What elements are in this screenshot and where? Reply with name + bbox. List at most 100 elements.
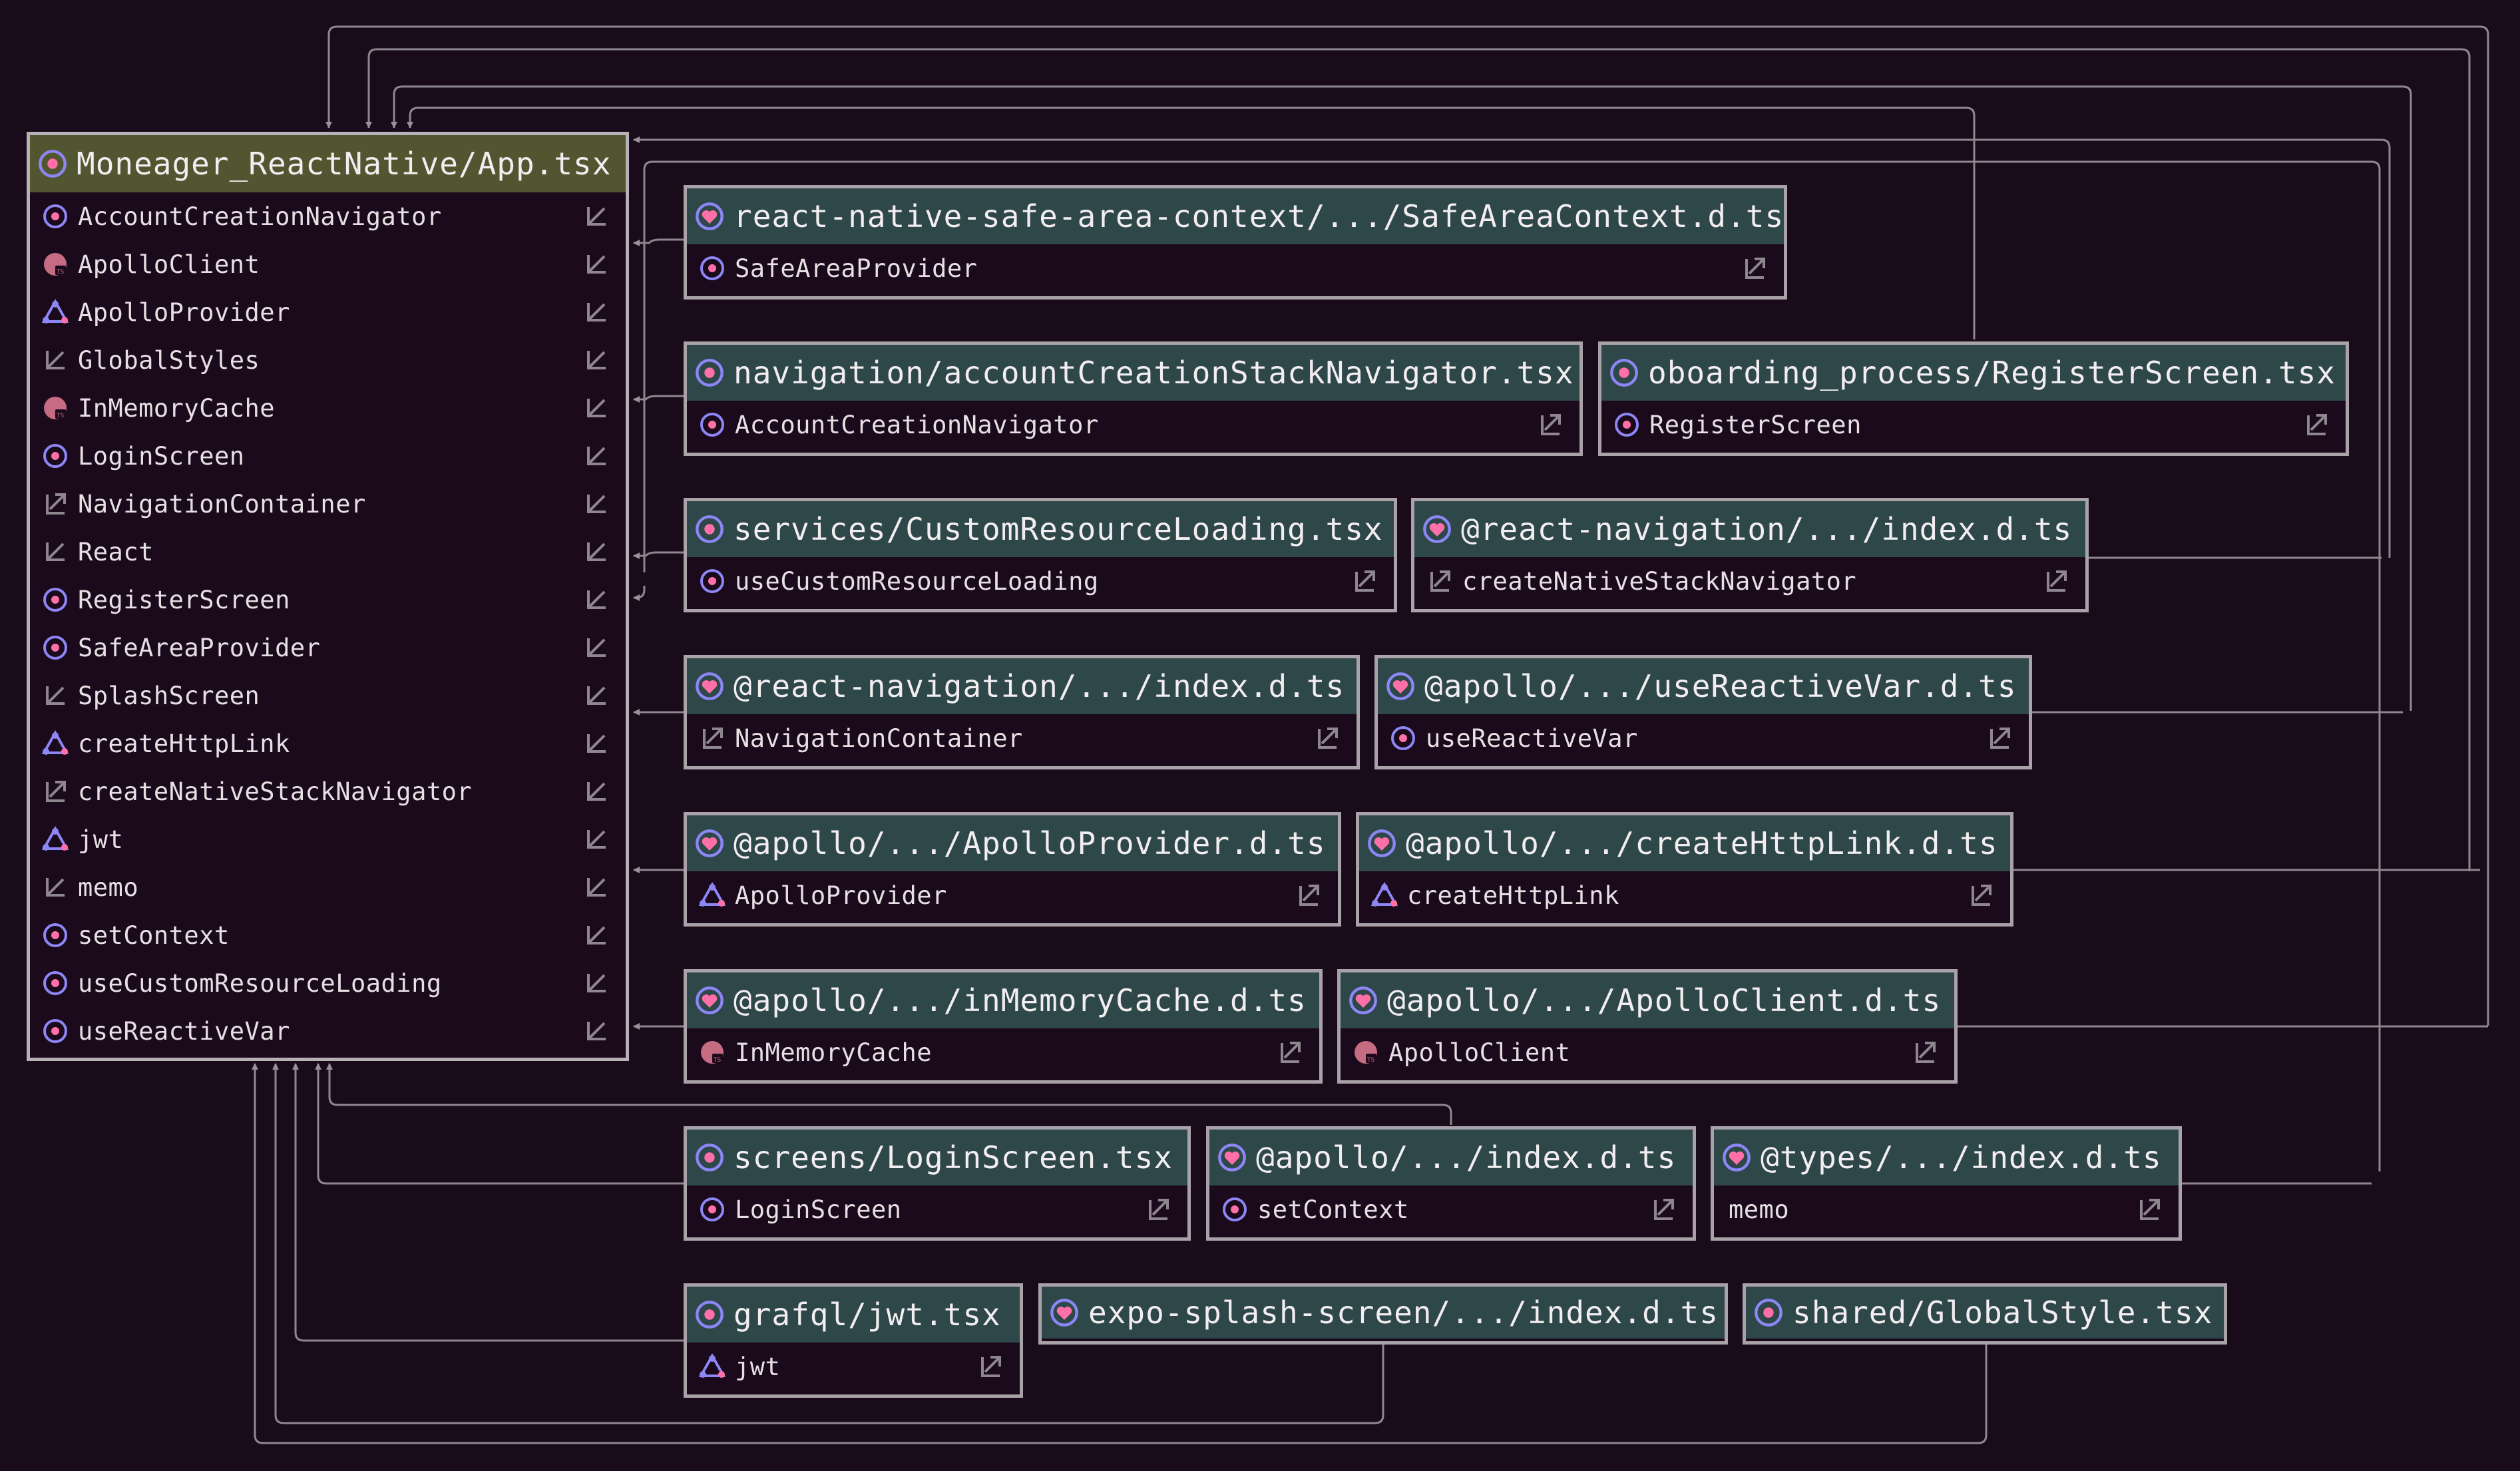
main-file-card[interactable]: Moneager_ReactNative/App.tsx AccountCrea… xyxy=(27,132,629,1061)
export-row[interactable]: jwt xyxy=(687,1343,1020,1390)
file-card-header[interactable]: @apollo/.../createHttpLink.d.ts xyxy=(1359,815,2010,871)
file-card-react-navigation-native-stack[interactable]: @react-navigation/.../index.d.ts createN… xyxy=(1411,498,2089,612)
export-row[interactable]: AccountCreationNavigator xyxy=(687,401,1579,449)
file-card-expo-splash-screen[interactable]: expo-splash-screen/.../index.d.ts xyxy=(1038,1283,1728,1345)
import-arrow-icon xyxy=(587,255,606,274)
file-card-header[interactable]: oboarding_process/RegisterScreen.tsx xyxy=(1601,345,2346,401)
file-card-header[interactable]: @apollo/.../useReactiveVar.d.ts xyxy=(1378,658,2029,714)
import-row[interactable]: NavigationContainer xyxy=(30,480,626,528)
import-arrow-icon xyxy=(587,878,606,897)
import-row[interactable]: GlobalStyles xyxy=(30,336,626,384)
file-card-header[interactable]: expo-splash-screen/.../index.d.ts xyxy=(1042,1287,1725,1339)
file-card-react-navigation-native[interactable]: @react-navigation/.../index.d.ts Navigat… xyxy=(684,655,1360,769)
react-component-icon xyxy=(43,923,67,947)
react-component-icon xyxy=(700,256,724,280)
file-card-login-screen[interactable]: screens/LoginScreen.tsx LoginScreen xyxy=(684,1126,1191,1241)
export-row[interactable]: memo xyxy=(1714,1185,2179,1233)
file-card-safe-area-context[interactable]: react-native-safe-area-context/.../SafeA… xyxy=(684,185,1787,300)
file-card-header[interactable]: @apollo/.../index.d.ts xyxy=(1209,1130,1693,1185)
react-component-icon xyxy=(1755,1299,1783,1327)
wire-bottom-jwt xyxy=(292,1063,686,1342)
export-row[interactable]: NavigationContainer xyxy=(687,714,1357,762)
file-card-apollo-create-http-link[interactable]: @apollo/.../createHttpLink.d.ts createHt… xyxy=(1356,812,2013,927)
file-card-apollo-use-reactive-var[interactable]: @apollo/.../useReactiveVar.d.ts useReact… xyxy=(1374,655,2032,769)
import-row[interactable]: useReactiveVar xyxy=(30,1007,626,1055)
export-arrow-icon xyxy=(1281,1042,1301,1063)
file-card-custom-resource-loading[interactable]: services/CustomResourceLoading.tsx useCu… xyxy=(684,498,1397,612)
react-component-icon xyxy=(1610,359,1638,387)
export-arrow-icon xyxy=(1318,728,1338,749)
file-card-header[interactable]: screens/LoginScreen.tsx xyxy=(687,1130,1187,1185)
import-row[interactable]: jwt xyxy=(30,815,626,863)
file-card-header[interactable]: @react-navigation/.../index.d.ts xyxy=(1414,501,2085,557)
import-row[interactable]: createHttpLink xyxy=(30,720,626,767)
react-component-icon xyxy=(1223,1197,1247,1221)
export-row[interactable]: setContext xyxy=(1209,1185,1693,1233)
import-label: GlobalStyles xyxy=(78,345,260,375)
file-card-header[interactable]: react-native-safe-area-context/.../SafeA… xyxy=(687,188,1784,244)
export-row[interactable]: ApolloProvider xyxy=(687,871,1338,919)
react-component-icon xyxy=(43,588,67,612)
react-component-icon xyxy=(1391,726,1415,750)
export-row[interactable]: createHttpLink xyxy=(1359,871,2010,919)
triangle-node-icon xyxy=(42,299,69,323)
file-card-account-creation-stack-navigator[interactable]: navigation/accountCreationStackNavigator… xyxy=(684,341,1583,456)
import-row[interactable]: React xyxy=(30,528,626,576)
file-card-header[interactable]: @react-navigation/.../index.d.ts xyxy=(687,658,1357,714)
import-row[interactable]: SafeAreaProvider xyxy=(30,624,626,672)
export-row[interactable]: RegisterScreen xyxy=(1601,401,2346,449)
import-row[interactable]: AccountCreationNavigator xyxy=(30,192,626,240)
file-card-header[interactable]: @apollo/.../inMemoryCache.d.ts xyxy=(687,972,1319,1028)
export-label: createNativeStackNavigator xyxy=(1462,566,1857,596)
file-card-global-style[interactable]: shared/GlobalStyle.tsx xyxy=(1743,1283,2227,1345)
import-row[interactable]: RegisterScreen xyxy=(30,576,626,624)
export-label: InMemoryCache xyxy=(735,1038,933,1067)
export-row[interactable]: LoginScreen xyxy=(687,1185,1187,1233)
file-card-header[interactable]: grafql/jwt.tsx xyxy=(687,1287,1020,1343)
import-row[interactable]: SplashScreen xyxy=(30,672,626,720)
react-component-icon xyxy=(696,1144,724,1171)
import-arrow-icon xyxy=(587,207,606,226)
main-file-header[interactable]: Moneager_ReactNative/App.tsx xyxy=(30,135,626,192)
import-row[interactable]: ApolloProvider xyxy=(30,288,626,336)
file-card-header[interactable]: shared/GlobalStyle.tsx xyxy=(1746,1287,2224,1339)
heart-badge-icon xyxy=(696,986,724,1014)
file-card-types-index[interactable]: @types/.../index.d.ts memo xyxy=(1711,1126,2182,1241)
import-row[interactable]: LoginScreen xyxy=(30,432,626,480)
file-card-header[interactable]: @apollo/.../ApolloClient.d.ts xyxy=(1341,972,1954,1028)
svg-text:TS: TS xyxy=(56,413,64,419)
file-card-header[interactable]: @apollo/.../ApolloProvider.d.ts xyxy=(687,815,1338,871)
file-card-header[interactable]: services/CustomResourceLoading.tsx xyxy=(687,501,1394,557)
import-label: ApolloProvider xyxy=(78,298,290,327)
import-label: memo xyxy=(78,873,139,902)
export-label: LoginScreen xyxy=(735,1195,902,1224)
file-card-register-screen[interactable]: oboarding_process/RegisterScreen.tsx Reg… xyxy=(1598,341,2349,456)
export-row[interactable]: SafeAreaProvider xyxy=(687,244,1784,292)
heart-badge-icon xyxy=(696,672,724,700)
import-row[interactable]: useCustomResourceLoading xyxy=(30,959,626,1007)
file-card-header[interactable]: @types/.../index.d.ts xyxy=(1714,1130,2179,1185)
file-card-grafql-jwt[interactable]: grafql/jwt.tsx jwt xyxy=(684,1283,1023,1398)
file-card-apollo-index[interactable]: @apollo/.../index.d.ts setContext xyxy=(1206,1126,1696,1241)
export-row[interactable]: useCustomResourceLoading xyxy=(687,557,1394,605)
import-row[interactable]: createNativeStackNavigator xyxy=(30,767,626,815)
import-arrow-icon xyxy=(587,734,606,753)
file-card-title: navigation/accountCreationStackNavigator… xyxy=(734,355,1574,391)
import-row[interactable]: setContext xyxy=(30,911,626,959)
export-row[interactable]: createNativeStackNavigator xyxy=(1414,557,2085,605)
file-card-apollo-provider[interactable]: @apollo/.../ApolloProvider.d.ts ApolloPr… xyxy=(684,812,1341,927)
file-card-header[interactable]: navigation/accountCreationStackNavigator… xyxy=(687,345,1579,401)
import-arrow-icon xyxy=(587,495,606,513)
export-row[interactable]: useReactiveVar xyxy=(1378,714,2029,762)
export-arrow-icon xyxy=(46,493,66,515)
export-arrow-icon xyxy=(981,1356,1001,1377)
file-card-title: shared/GlobalStyle.tsx xyxy=(1792,1295,2213,1331)
import-arrow-icon xyxy=(587,351,606,369)
import-row[interactable]: memo xyxy=(30,863,626,911)
